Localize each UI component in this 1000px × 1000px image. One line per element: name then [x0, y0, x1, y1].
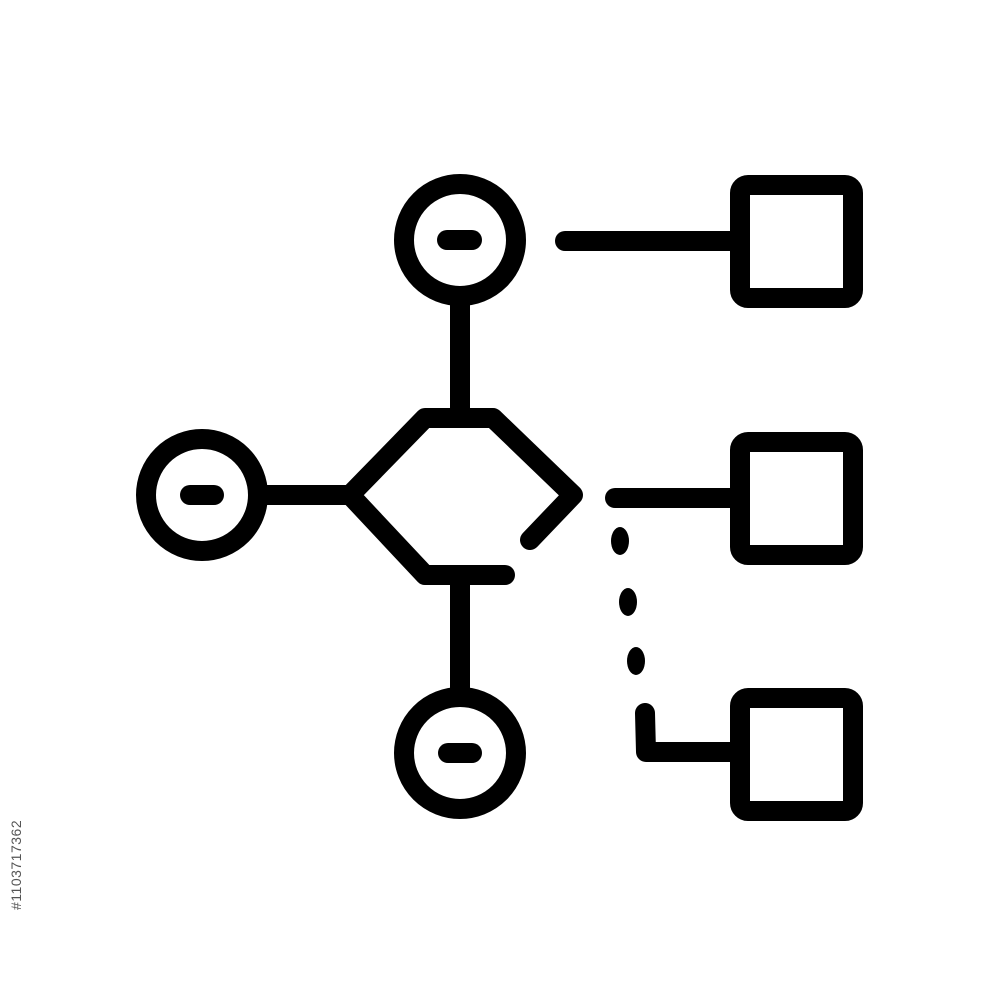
stock-id-watermark: #1103717362: [8, 819, 24, 910]
top-node: [394, 174, 526, 306]
connector-to-bottom-box: [635, 703, 748, 762]
bottom-node: [394, 687, 526, 819]
left-node: [136, 429, 268, 561]
dot: [627, 647, 645, 675]
output-box-top: [730, 175, 863, 308]
decision-node-shape: [340, 408, 583, 585]
dot: [619, 588, 637, 616]
output-box-bottom: [730, 688, 863, 821]
dotted-connector: [611, 527, 645, 675]
output-box-middle: [730, 432, 863, 565]
dot: [611, 527, 629, 555]
